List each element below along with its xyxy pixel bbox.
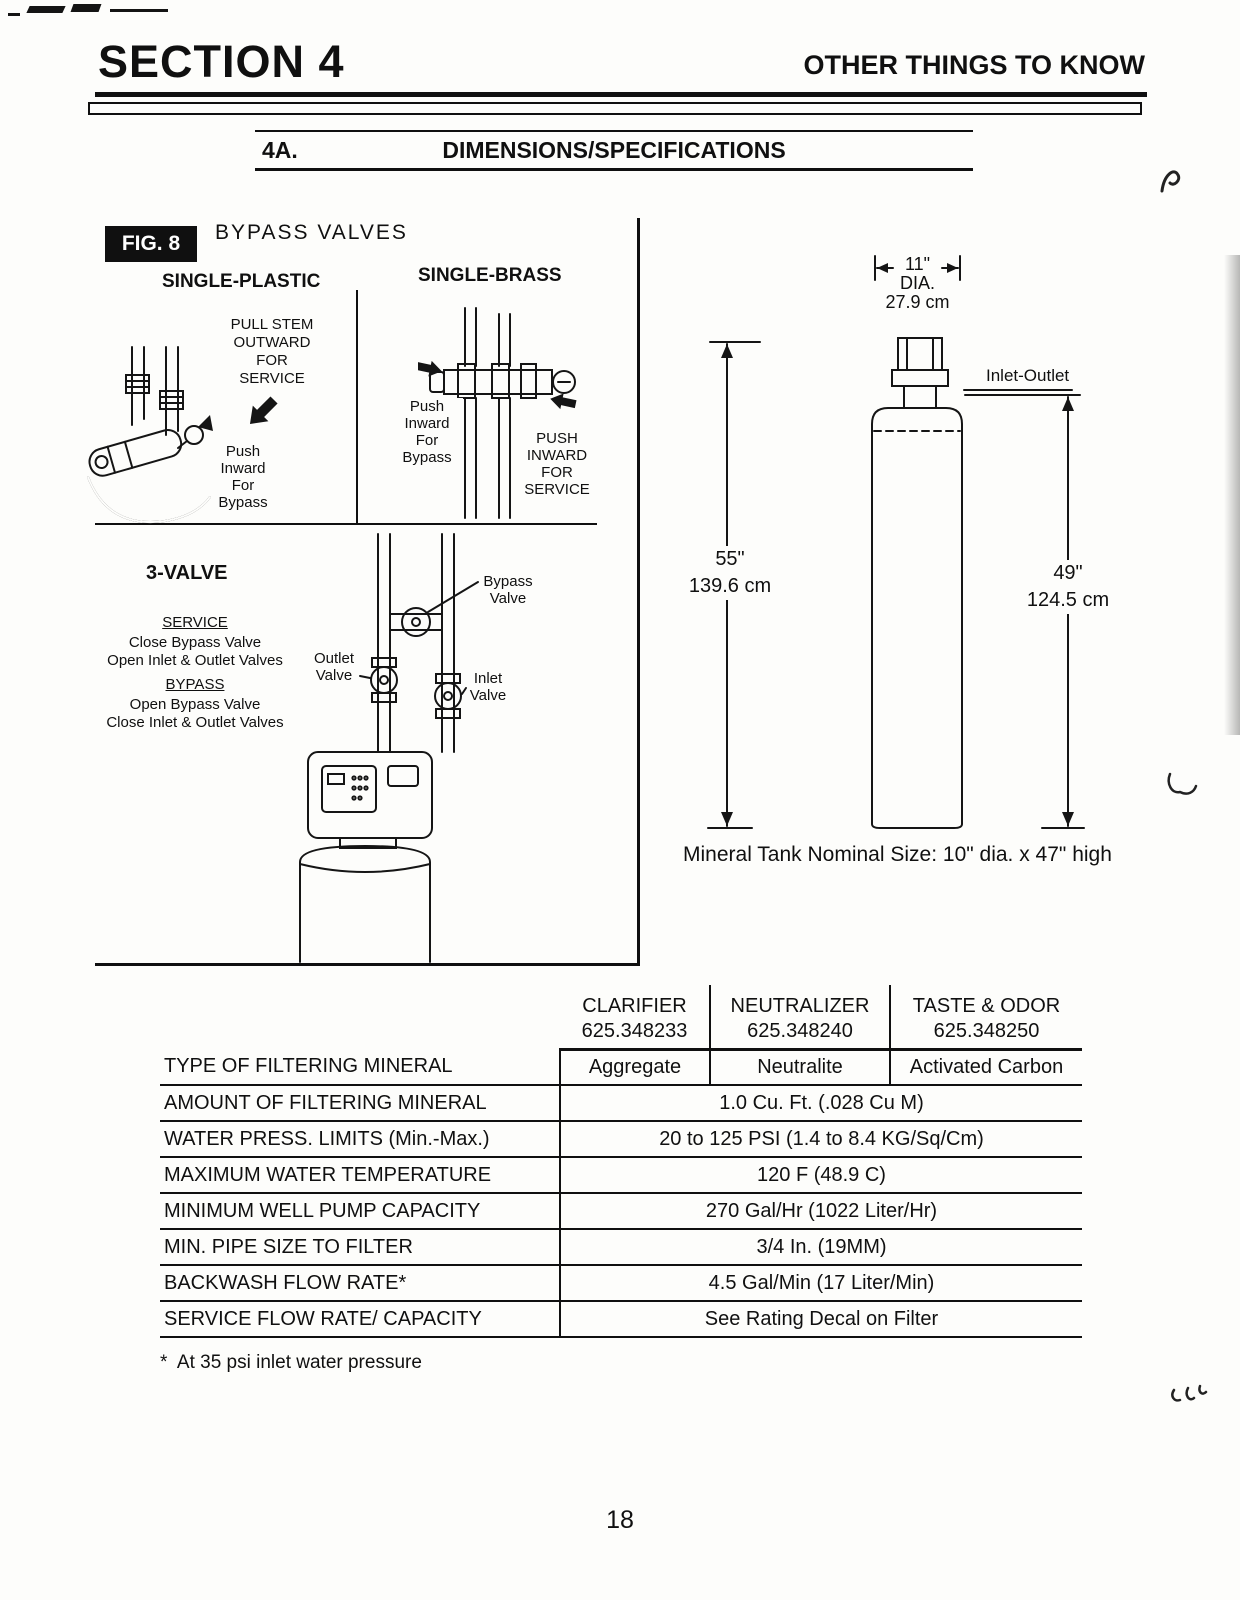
row-label: MAXIMUM WATER TEMPERATURE <box>160 1157 561 1194</box>
column-model: 625.348250 <box>933 1019 1040 1042</box>
single-brass-heading: SINGLE-BRASS <box>418 265 562 286</box>
bypass-mode-title: BYPASS <box>165 676 225 693</box>
bypass-valve-label: Bypass Valve <box>483 573 533 607</box>
tank-diameter-inches: 11" <box>900 255 935 274</box>
tank-diameter-label: DIA. <box>899 273 935 293</box>
cell-value: Neutralite <box>709 1049 890 1086</box>
table-header-empty <box>160 985 560 1049</box>
tank-height-right-dim: 49" 124.5 cm <box>1018 560 1118 614</box>
cell-value: See Rating Decal on Filter <box>560 1301 1082 1338</box>
service-mode-text: Close Bypass Valve Open Inlet & Outlet V… <box>107 634 283 669</box>
scan-artifact <box>8 13 20 16</box>
cell-value: 3/4 In. (19MM) <box>560 1229 1082 1266</box>
table-header-row: CLARIFIER 625.348233 NEUTRALIZER 625.348… <box>160 985 1082 1051</box>
row-label: AMOUNT OF FILTERING MINERAL <box>160 1085 561 1122</box>
subheader-rule-bottom <box>255 168 973 171</box>
section-title: SECTION 4 <box>98 36 345 87</box>
figure-divider-vertical <box>356 290 358 523</box>
cell-value: 20 to 125 PSI (1.4 to 8.4 KG/Sq/Cm) <box>560 1121 1082 1158</box>
mineral-tank-diagram <box>707 255 1085 829</box>
header-right-title: OTHER THINGS TO KNOW <box>803 50 1146 80</box>
single-plastic-heading: SINGLE-PLASTIC <box>162 271 321 292</box>
tank-height-left-dim: 55" 139.6 cm <box>688 546 772 600</box>
table-row: WATER PRESS. LIMITS (Min.-Max.) 20 to 12… <box>160 1121 1082 1158</box>
scan-shadow <box>1224 255 1240 735</box>
service-mode-title: SERVICE <box>162 614 228 631</box>
subheader-rule-top <box>255 130 973 132</box>
figure-divider-horizontal <box>95 523 597 525</box>
row-label: SERVICE FLOW RATE/ CAPACITY <box>160 1301 561 1338</box>
table-row: MIN. PIPE SIZE TO FILTER 3/4 In. (19MM) <box>160 1229 1082 1266</box>
table-row: MINIMUM WELL PUMP CAPACITY 270 Gal/Hr (1… <box>160 1193 1082 1230</box>
table-row: MAXIMUM WATER TEMPERATURE 120 F (48.9 C) <box>160 1157 1082 1194</box>
table-row: SERVICE FLOW RATE/ CAPACITY See Rating D… <box>160 1301 1082 1338</box>
three-valve-heading: 3-VALVE <box>146 562 228 584</box>
bypass-mode-text: Open Bypass Valve Close Inlet & Outlet V… <box>106 696 284 731</box>
column-name: NEUTRALIZER <box>730 994 870 1017</box>
cell-value: Activated Carbon <box>889 1049 1082 1086</box>
tank-caption: Mineral Tank Nominal Size: 10" dia. x 47… <box>683 843 1112 866</box>
table-row: BACKWASH FLOW RATE* 4.5 Gal/Min (17 Lite… <box>160 1265 1082 1302</box>
specifications-table: CLARIFIER 625.348233 NEUTRALIZER 625.348… <box>160 985 1082 1338</box>
column-name: CLARIFIER <box>582 994 687 1017</box>
outlet-valve-label: Outlet Valve <box>313 650 355 684</box>
single-plastic-valve-illustration <box>87 346 213 523</box>
handwritten-mark <box>1171 1384 1208 1402</box>
header-rule-box <box>88 102 1142 115</box>
inlet-valve-label: Inlet Valve <box>469 670 507 704</box>
tank-diameter-dim: 11" DIA. 27.9 cm <box>855 255 980 312</box>
table-row: AMOUNT OF FILTERING MINERAL 1.0 Cu. Ft. … <box>160 1085 1082 1122</box>
column-header-clarifier: CLARIFIER 625.348233 <box>560 985 710 1051</box>
height-right-cm: 124.5 cm <box>1026 589 1110 611</box>
brass-push-service-note: PUSH INWARD FOR SERVICE <box>517 430 597 498</box>
table-row: TYPE OF FILTERING MINERAL Aggregate Neut… <box>160 1049 1082 1086</box>
single-brass-valve-illustration <box>418 307 577 519</box>
cell-value: Aggregate <box>560 1049 710 1086</box>
tank-diameter-cm: 27.9 cm <box>885 292 950 312</box>
arrow-down-left-icon <box>249 396 278 425</box>
scan-artifact <box>70 4 102 12</box>
cell-value: 1.0 Cu. Ft. (.028 Cu M) <box>560 1085 1082 1122</box>
column-header-neutralizer: NEUTRALIZER 625.348240 <box>709 985 890 1051</box>
handwritten-mark <box>1160 170 1181 193</box>
figure-panel-bottom-border <box>95 963 640 966</box>
figure-panel-right-border <box>637 218 640 966</box>
cell-value: 4.5 Gal/Min (17 Liter/Min) <box>560 1265 1082 1302</box>
row-label: MINIMUM WELL PUMP CAPACITY <box>160 1193 561 1230</box>
three-valve-illustration <box>299 533 479 963</box>
subsection-number: 4A. <box>262 137 298 163</box>
brass-push-bypass-note: Push Inward For Bypass <box>391 398 463 466</box>
pull-stem-note: PULL STEM OUTWARD FOR SERVICE <box>230 316 314 387</box>
header-rule-thick <box>95 92 1147 97</box>
page-number: 18 <box>606 1506 634 1534</box>
footnote: * At 35 psi inlet water pressure <box>160 1352 422 1373</box>
subsection-title: DIMENSIONS/SPECIFICATIONS <box>442 137 786 163</box>
figure-title: BYPASS VALVES <box>215 221 408 244</box>
inlet-outlet-label: Inlet-Outlet <box>986 366 1070 385</box>
push-inward-bypass-note: Push Inward For Bypass <box>218 443 268 511</box>
handwritten-mark <box>1167 772 1198 795</box>
cell-value: 120 F (48.9 C) <box>560 1157 1082 1194</box>
column-name: TASTE & ODOR <box>912 994 1061 1017</box>
height-left-inches: 55" <box>715 548 745 570</box>
row-label: TYPE OF FILTERING MINERAL <box>160 1049 561 1086</box>
figure-tag: FIG. 8 <box>105 226 197 262</box>
column-model: 625.348240 <box>747 1019 853 1042</box>
scan-artifact <box>110 9 168 12</box>
column-model: 625.348233 <box>581 1019 688 1042</box>
row-label: MIN. PIPE SIZE TO FILTER <box>160 1229 561 1266</box>
cell-value: 270 Gal/Hr (1022 Liter/Hr) <box>560 1193 1082 1230</box>
height-left-cm: 139.6 cm <box>688 575 772 597</box>
height-right-inches: 49" <box>1053 562 1083 584</box>
row-label: WATER PRESS. LIMITS (Min.-Max.) <box>160 1121 561 1158</box>
column-header-taste-odor: TASTE & ODOR 625.348250 <box>889 985 1082 1051</box>
scan-artifact <box>26 6 66 13</box>
row-label: BACKWASH FLOW RATE* <box>160 1265 561 1302</box>
